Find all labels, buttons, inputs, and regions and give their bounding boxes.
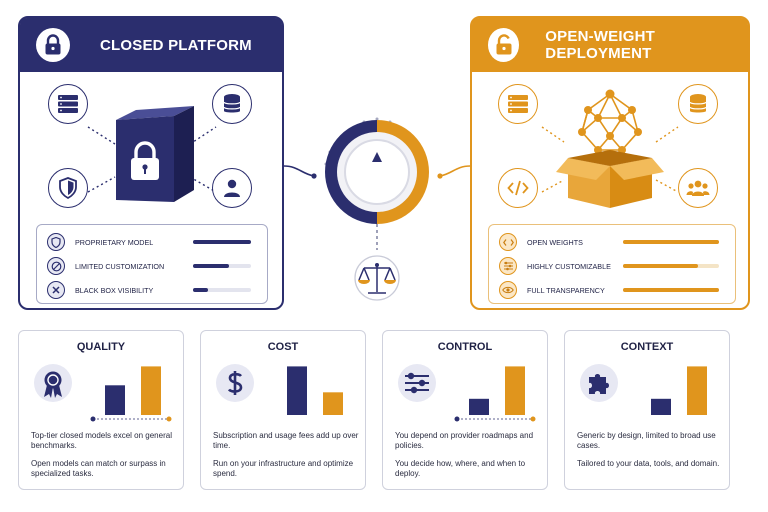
feature-row-customization: LIMITED CUSTOMIZATION [47, 255, 257, 277]
card-control: CONTROL You depend on provider roadmaps … [382, 330, 548, 490]
feature-label: BLACK BOX VISIBILITY [75, 285, 154, 295]
card-title: CONTROL [437, 341, 493, 353]
open-weight-header: OPEN-WEIGHT DEPLOYMENT [472, 18, 748, 72]
open-box-network-icon [556, 89, 664, 208]
bar-closed [469, 398, 489, 415]
card-text-open: Tailored to your data, tools, and domain… [577, 459, 720, 468]
server-icon [498, 84, 538, 124]
bar-open [687, 366, 707, 415]
comparison-dial [284, 117, 470, 301]
card-bar-chart [651, 366, 707, 415]
card-bar-chart [454, 366, 536, 422]
card-text-closed: Subscription and usage fees add up over … [213, 431, 359, 450]
feature-label: PROPRIETARY MODEL [75, 237, 154, 247]
locked-cube-icon [116, 106, 194, 202]
feature-row-proprietary: PROPRIETARY MODEL [47, 231, 257, 253]
card-text-closed: Generic by design, limited to broad use … [577, 431, 716, 450]
sliders-icon [398, 364, 436, 402]
feature-row-customizable: HIGHLY CUSTOMIZABLE [499, 255, 725, 277]
no-entry-icon [47, 257, 65, 275]
card-text-closed: You depend on provider roadmaps and poli… [395, 431, 534, 450]
feature-level-fill [193, 288, 208, 292]
user-icon [212, 168, 252, 208]
dial-knob [344, 139, 410, 205]
feature-level-fill [193, 264, 229, 268]
bar-closed [287, 366, 307, 415]
closed-platform-header: CLOSED PLATFORM [20, 18, 282, 72]
feature-row-visibility: BLACK BOX VISIBILITY [47, 279, 257, 301]
closed-features-box: PROPRIETARY MODEL LIMITED CUSTOMIZATION … [36, 224, 268, 304]
bar-open [323, 392, 343, 415]
dial-pointer-icon [372, 152, 382, 162]
closed-platform-panel: CLOSED PLATFORM [18, 16, 284, 310]
card-title: COST [267, 341, 299, 353]
feature-level-track [623, 264, 719, 268]
dollar-icon [216, 364, 254, 402]
feature-level-track [623, 240, 719, 244]
feature-level-fill [193, 240, 251, 244]
award-ribbon-icon [34, 364, 72, 402]
card-text-open: You decide how, where, and when to deplo… [395, 459, 526, 478]
card-text-open: Run on your infrastructure and optimize … [213, 459, 354, 478]
feature-level-fill [623, 288, 719, 292]
feature-row-open-weights: OPEN WEIGHTS [499, 231, 725, 253]
lock-icon [36, 28, 70, 62]
closed-platform-title: CLOSED PLATFORM [100, 36, 252, 54]
feature-row-transparency: FULL TRANSPARENCY [499, 279, 725, 301]
server-icon [48, 84, 88, 124]
card-bar-chart [90, 366, 172, 422]
feature-label: OPEN WEIGHTS [527, 237, 583, 247]
shield-icon [48, 168, 88, 208]
dial-connector-right [439, 165, 470, 177]
card-text-closed: Top-tier closed models excel on general … [31, 431, 172, 450]
feature-level-track [193, 240, 251, 244]
eye-icon [499, 281, 517, 299]
closed-connectors [87, 126, 217, 193]
feature-level-track [193, 264, 251, 268]
card-title: QUALITY [76, 341, 126, 353]
code-icon [499, 233, 517, 251]
database-icon [678, 84, 718, 124]
code-icon [498, 168, 538, 208]
open-features-box: OPEN WEIGHTS HIGHLY CUSTOMIZABLE FULL TR… [488, 224, 736, 304]
card-quality: QUALITY Top-tier closed models excel on … [18, 330, 184, 490]
open-connectors [541, 126, 679, 193]
feature-label: LIMITED CUSTOMIZATION [75, 261, 165, 271]
card-cost: COST Subscription and usage fees add up … [200, 330, 366, 490]
bar-closed [651, 398, 671, 415]
unlock-icon [488, 28, 520, 62]
open-weight-title: OPEN-WEIGHT DEPLOYMENT [545, 28, 655, 62]
feature-label: FULL TRANSPARENCY [527, 285, 605, 295]
bar-open [505, 366, 525, 415]
open-weight-panel: OPEN-WEIGHT DEPLOYMENT [470, 16, 750, 310]
card-text-open: Open models can match or surpass in spec… [31, 459, 166, 478]
card-bar-chart [287, 366, 343, 415]
card-title: CONTEXT [620, 341, 674, 353]
bar-open [141, 366, 161, 415]
sliders-icon [499, 257, 517, 275]
feature-level-track [193, 288, 251, 292]
dial-connector-left [284, 165, 315, 177]
card-context: CONTEXT Generic by design, limited to br… [564, 330, 730, 490]
feature-label: HIGHLY CUSTOMIZABLE [527, 261, 611, 271]
database-icon [212, 84, 252, 124]
bar-closed [105, 385, 125, 415]
puzzle-piece-icon [580, 364, 618, 402]
feature-level-track [623, 288, 719, 292]
shield-icon [47, 233, 65, 251]
feature-level-fill [623, 264, 698, 268]
x-icon [47, 281, 65, 299]
feature-level-fill [623, 240, 719, 244]
users-group-icon [678, 168, 718, 208]
